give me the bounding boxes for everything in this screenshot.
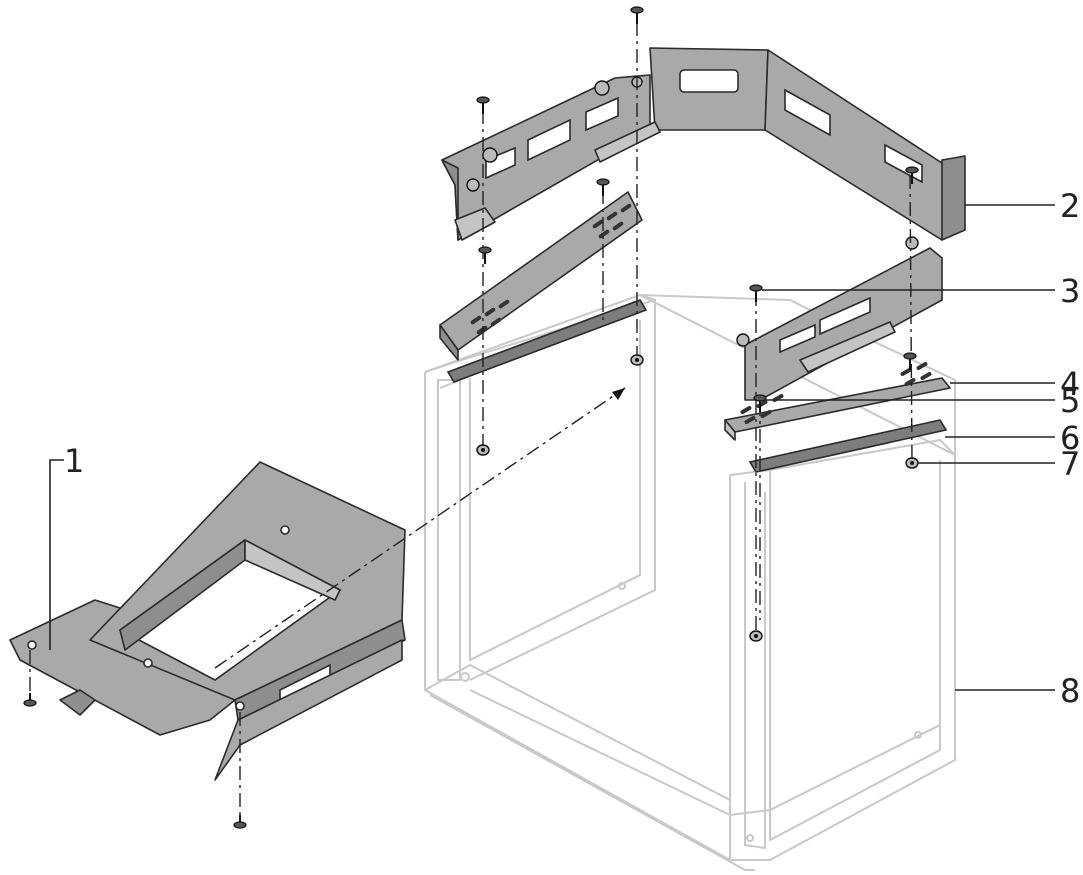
callout-2: 2 (1060, 187, 1080, 225)
callout-numbers: 1 2 3 4 5 6 7 8 (64, 187, 1080, 710)
callout-leaders (49, 204, 1055, 691)
right-perforated-plate (724, 362, 951, 441)
callout-4: 4 (1060, 365, 1080, 403)
screw-icon (23, 693, 37, 707)
screw-icon (476, 96, 490, 114)
nut-icon (476, 444, 490, 456)
top-u-bracket (441, 47, 966, 401)
installation-lines (29, 22, 913, 815)
nut-icon (905, 457, 919, 469)
callout-8: 8 (1060, 672, 1080, 710)
screw-icon (749, 284, 763, 302)
callout-5: 5 (1060, 382, 1080, 420)
tray-holder (9, 461, 406, 781)
screw-icon (233, 815, 247, 829)
screw-icon (903, 352, 917, 370)
screw-icon (753, 394, 767, 412)
callout-1: 1 (64, 442, 84, 480)
screws (23, 6, 919, 829)
nut-icon (630, 354, 644, 366)
screw-icon (596, 178, 610, 196)
nuts (476, 354, 919, 642)
right-strip (748, 419, 948, 473)
screw-icon (478, 246, 492, 264)
screw-icon (630, 6, 644, 24)
ghost-frame (424, 293, 956, 871)
callout-3: 3 (1060, 272, 1080, 310)
nut-icon (749, 630, 763, 642)
left-perforated-plate (439, 191, 643, 361)
left-strip (446, 299, 648, 383)
callout-7: 7 (1060, 445, 1080, 483)
screw-icon (905, 166, 919, 184)
callout-6: 6 (1060, 419, 1080, 457)
